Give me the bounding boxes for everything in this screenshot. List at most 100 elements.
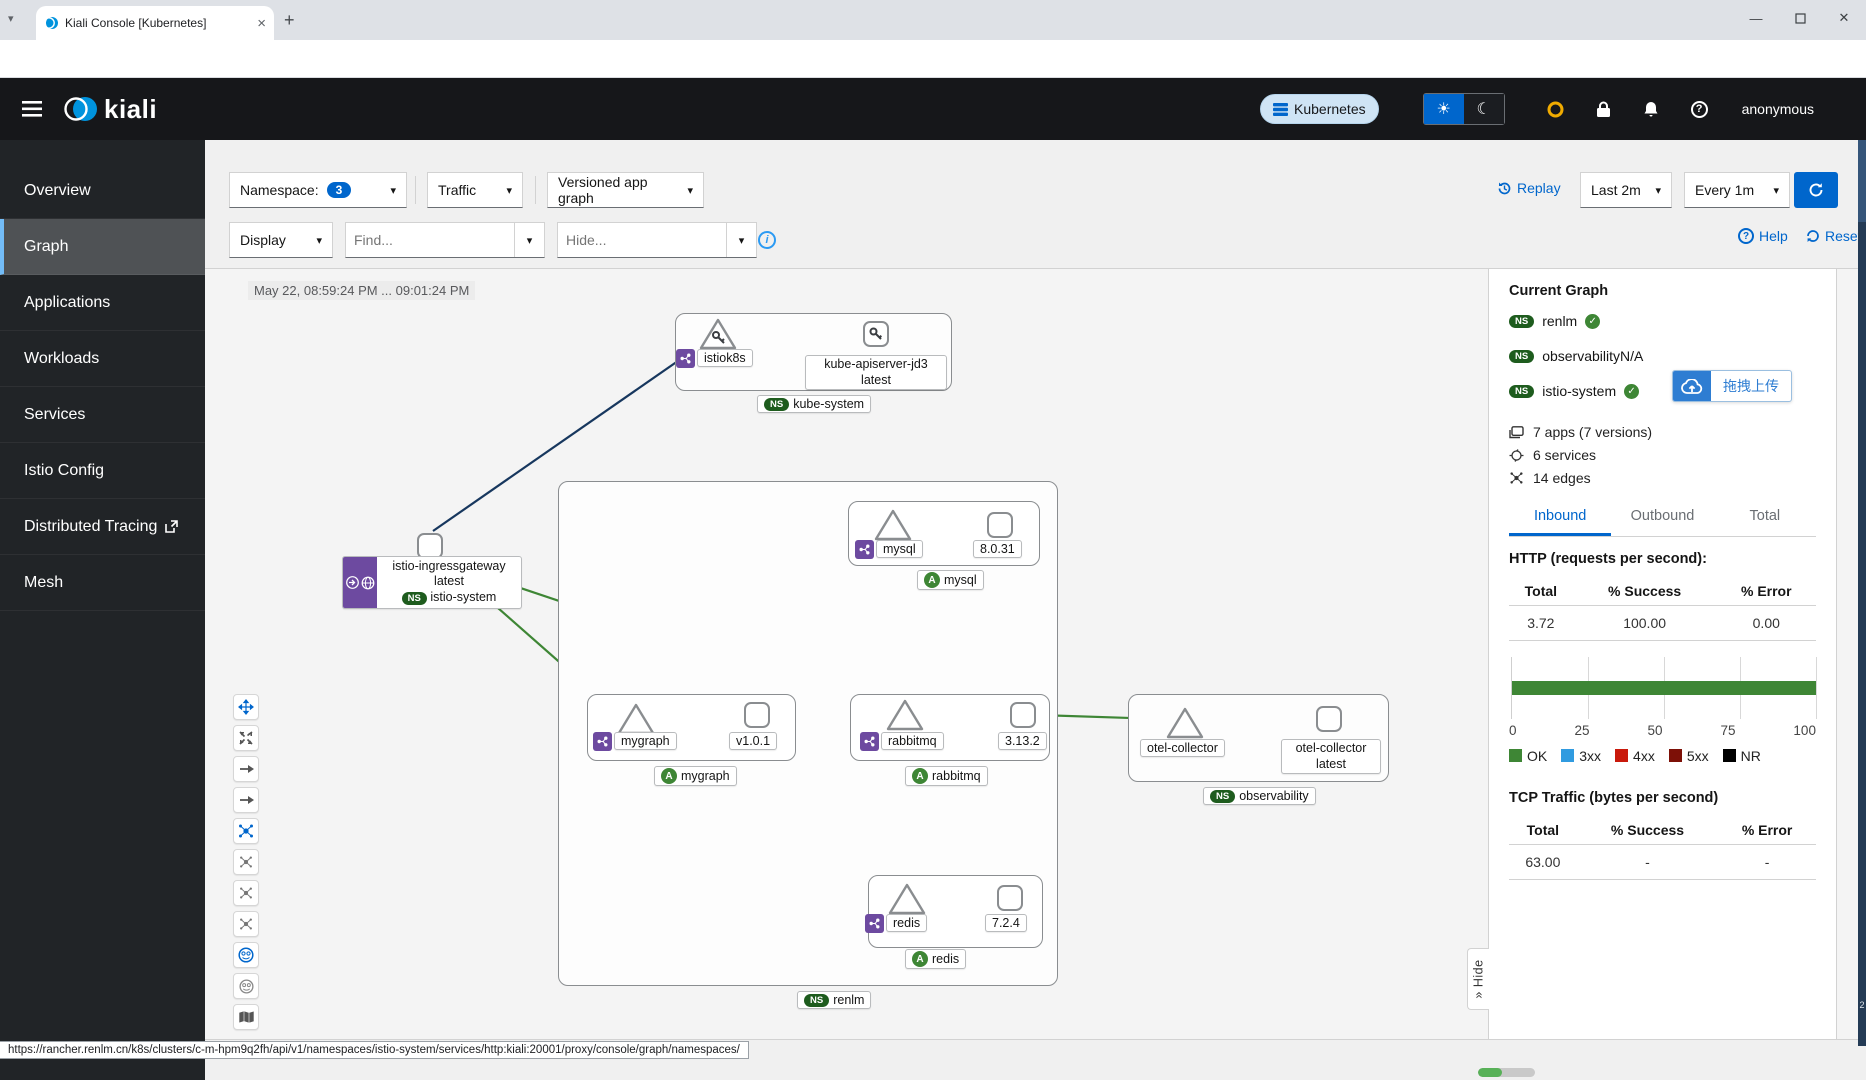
- layout-graph-button-active[interactable]: [233, 818, 259, 844]
- layout-graph-button-2[interactable]: [233, 849, 259, 875]
- node-label-rabbitmq-service[interactable]: rabbitmq: [881, 732, 944, 750]
- tab-search-chevron-icon[interactable]: ▾: [8, 13, 14, 25]
- kiali-logo[interactable]: [64, 94, 98, 124]
- hide-panel-button[interactable]: » Hide: [1467, 948, 1489, 1010]
- help-link[interactable]: ? Help: [1738, 228, 1788, 244]
- workload-node-redis[interactable]: [997, 885, 1023, 911]
- workload-node-otel-collector[interactable]: [1316, 706, 1342, 732]
- zoom-to-fit-button[interactable]: [233, 725, 259, 751]
- node-label-redis-version[interactable]: 7.2.4: [985, 914, 1027, 932]
- tab-total[interactable]: Total: [1749, 508, 1781, 524]
- namespace-layout-button-active[interactable]: [233, 942, 259, 968]
- find-input[interactable]: [346, 232, 514, 248]
- service-node-istiok8s[interactable]: [698, 317, 738, 351]
- tcp-row: 63.00 - -: [1509, 844, 1816, 880]
- sidebar-item-applications[interactable]: Applications: [0, 275, 205, 331]
- istio-status-icon[interactable]: [1547, 101, 1564, 118]
- new-tab-button[interactable]: +: [284, 10, 295, 30]
- workload-node-kube-apiserver[interactable]: [863, 321, 889, 347]
- drag-upload-extension-button[interactable]: 拖拽上传: [1672, 370, 1792, 402]
- graph-type-dropdown[interactable]: Versioned app graph ▾: [547, 172, 704, 208]
- replay-button[interactable]: Replay: [1497, 180, 1561, 196]
- window-minimize-button[interactable]: —: [1749, 10, 1763, 26]
- tab-close-icon[interactable]: ×: [257, 14, 266, 32]
- node-label-otel-workload[interactable]: otel-collector latest: [1281, 739, 1381, 775]
- node-label-istiok8s[interactable]: istiok8s: [697, 349, 753, 367]
- node-label-otel-service[interactable]: otel-collector: [1140, 739, 1225, 757]
- hamburger-menu-icon[interactable]: [22, 101, 42, 117]
- minimap-button[interactable]: [233, 1004, 259, 1030]
- refresh-button[interactable]: [1794, 172, 1838, 208]
- node-label-redis-service[interactable]: redis: [886, 914, 928, 932]
- sidebar-item-distributed-tracing[interactable]: Distributed Tracing: [0, 499, 205, 555]
- workload-node-mysql[interactable]: [987, 512, 1013, 538]
- namespace-label-renlm[interactable]: NS renlm: [797, 991, 872, 1009]
- find-options-button[interactable]: ▾: [514, 223, 544, 257]
- node-label-mysql-service[interactable]: mysql: [876, 540, 923, 558]
- app-label-mysql[interactable]: A mysql: [917, 570, 984, 590]
- node-label-ingressgateway[interactable]: istio-ingressgateway latest NS istio-sys…: [342, 556, 522, 609]
- node-label-rabbitmq-version[interactable]: 3.13.2: [998, 732, 1047, 750]
- node-label-mysql-version[interactable]: 8.0.31: [973, 540, 1022, 558]
- panel-namespace-observability[interactable]: NS observabilityN/A: [1509, 348, 1816, 364]
- node-label-mygraph-version[interactable]: v1.0.1: [729, 732, 778, 750]
- app-label-mygraph[interactable]: A mygraph: [654, 766, 737, 786]
- sidebar-item-services[interactable]: Services: [0, 387, 205, 443]
- service-node-otel-collector[interactable]: [1165, 706, 1205, 740]
- node-label-kube-apiserver[interactable]: kube-apiserver-jd3 latest: [805, 355, 947, 391]
- time-range-dropdown[interactable]: Last 2m ▾: [1580, 172, 1672, 208]
- sidebar-item-graph[interactable]: Graph: [0, 219, 205, 275]
- layout-graph-button-3[interactable]: [233, 880, 259, 906]
- browser-tab-strip: ▾ Kiali Console [Kubernetes] × + — ✕: [0, 0, 1866, 40]
- namespace-label: Namespace:: [240, 182, 319, 198]
- display-dropdown[interactable]: Display ▾: [229, 222, 333, 258]
- sidebar-item-mesh[interactable]: Mesh: [0, 555, 205, 611]
- user-name[interactable]: anonymous: [1741, 101, 1814, 117]
- refresh-interval-dropdown[interactable]: Every 1m ▾: [1684, 172, 1790, 208]
- namespace-label-kube-system[interactable]: NS kube-system: [757, 395, 872, 413]
- notifications-bell-icon[interactable]: [1643, 101, 1659, 118]
- traffic-dropdown[interactable]: Traffic ▾: [427, 172, 523, 208]
- layout-graph-button-4[interactable]: [233, 911, 259, 937]
- layout-arrow-button-2[interactable]: [233, 787, 259, 813]
- brand-name: kiali: [104, 93, 158, 124]
- workload-node-mygraph[interactable]: [744, 702, 770, 728]
- layout-arrow-button-1[interactable]: [233, 756, 259, 782]
- window-restore-button[interactable]: [1778, 0, 1822, 36]
- app-name: redis: [932, 952, 960, 966]
- service-node-redis[interactable]: [887, 882, 927, 916]
- light-theme-button[interactable]: ☀: [1423, 94, 1464, 124]
- dark-theme-button[interactable]: ☾: [1463, 94, 1504, 124]
- cluster-badge[interactable]: Kubernetes: [1260, 94, 1379, 124]
- chevron-down-icon: ▾: [506, 184, 512, 197]
- namespace-layout-button-2[interactable]: [233, 973, 259, 999]
- namespace-dropdown[interactable]: Namespace: 3 ▾: [229, 172, 407, 208]
- pan-mode-button[interactable]: [233, 694, 259, 720]
- browser-tab[interactable]: Kiali Console [Kubernetes] ×: [36, 6, 274, 40]
- lock-icon[interactable]: [1596, 101, 1611, 118]
- http-error: 0.00: [1716, 605, 1816, 641]
- app-label-rabbitmq[interactable]: A rabbitmq: [905, 766, 988, 786]
- help-question-icon[interactable]: ?: [1690, 100, 1708, 118]
- reset-link[interactable]: Reset: [1806, 228, 1862, 244]
- workload-node-rabbitmq[interactable]: [1010, 702, 1036, 728]
- service-node-rabbitmq[interactable]: [885, 698, 925, 732]
- namespace-label-observability[interactable]: NS observability: [1203, 787, 1316, 805]
- tab-inbound[interactable]: Inbound: [1509, 500, 1612, 536]
- panel-namespace-renlm[interactable]: NS renlm ✓: [1509, 313, 1816, 329]
- gateway-arrow-icon: [345, 576, 359, 589]
- tab-outbound[interactable]: Outbound: [1630, 508, 1695, 524]
- node-label-mygraph-service[interactable]: mygraph: [614, 732, 677, 750]
- find-hide-info-icon[interactable]: i: [758, 231, 776, 249]
- service-node-mygraph[interactable]: [616, 702, 656, 736]
- hide-input[interactable]: [558, 232, 726, 248]
- sidebar-item-overview[interactable]: Overview: [0, 163, 205, 219]
- service-node-mysql[interactable]: [873, 508, 913, 542]
- applications-icon: [1509, 425, 1524, 438]
- hide-options-button[interactable]: ▾: [726, 223, 756, 257]
- app-label-redis[interactable]: A redis: [905, 949, 967, 969]
- sidebar-item-istio-config[interactable]: Istio Config: [0, 443, 205, 499]
- panel-namespace-istio-system[interactable]: NS istio-system ✓: [1509, 383, 1816, 399]
- window-close-button[interactable]: ✕: [1838, 10, 1850, 25]
- sidebar-item-workloads[interactable]: Workloads: [0, 331, 205, 387]
